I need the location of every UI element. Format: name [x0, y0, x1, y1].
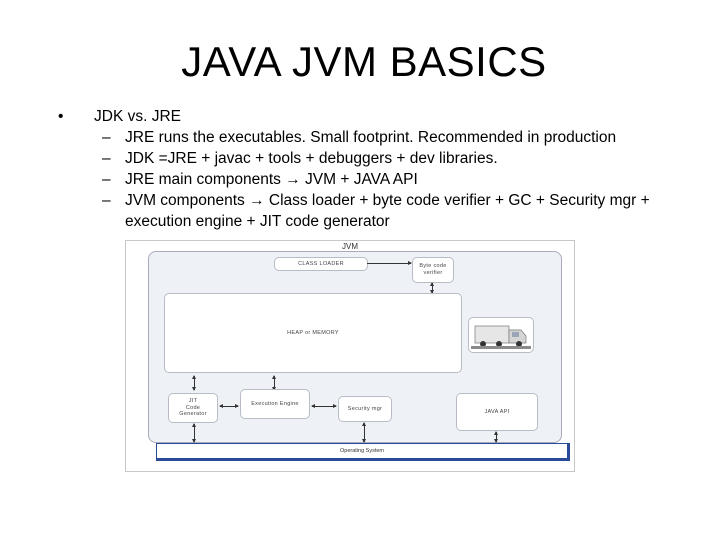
- jit-label-1: JIT: [188, 398, 198, 405]
- class-loader-label: CLASS LOADER: [298, 261, 344, 267]
- jit-generator-box: JIT Code Generator: [168, 393, 218, 423]
- sub-bullet-text: JRE main components: [125, 171, 286, 188]
- operating-system-label: Operating System: [339, 448, 385, 454]
- security-manager-label: Security mgr: [347, 406, 383, 412]
- bullet-list: • JDK vs. JRE – JRE runs the executables…: [58, 106, 698, 232]
- security-os-arrow: [362, 422, 366, 443]
- sub-bullet-jre: – JRE runs the executables. Small footpr…: [58, 127, 698, 148]
- sub-bullet-text: JVM + JAVA API: [300, 171, 418, 188]
- garbage-collector-image: [468, 317, 534, 353]
- operating-system-bar: Operating System: [156, 443, 570, 461]
- right-arrow-icon: →: [249, 192, 265, 209]
- bullet-text: JDK vs. JRE: [94, 108, 181, 125]
- verifier-label-1: Byte code: [419, 263, 447, 269]
- heap-label: HEAP or MEMORY: [287, 330, 339, 336]
- heap-memory-box: HEAP or MEMORY: [164, 293, 462, 373]
- sub-bullet-jdk: – JDK =JRE + javac + tools + debuggers +…: [58, 148, 698, 169]
- heap-exec-arrow: [272, 375, 276, 391]
- jvm-architecture-diagram: JVM CLASS LOADER Byte code verifier HEAP…: [125, 240, 575, 472]
- bullet-jdk-vs-jre: • JDK vs. JRE: [58, 106, 698, 127]
- bytecode-verifier-box: Byte code verifier: [412, 257, 454, 283]
- execution-engine-label: Execution Engine: [251, 401, 299, 407]
- sub-bullet-jre-components: – JRE main components → JVM + JAVA API: [58, 169, 698, 190]
- heap-jit-arrow: [192, 375, 196, 391]
- jit-label-3: Generator: [179, 411, 207, 418]
- sub-bullet-jvm-components: – JVM components → Class loader + byte c…: [58, 190, 698, 232]
- class-loader-box: CLASS LOADER: [274, 257, 368, 271]
- exec-security-arrow: [311, 404, 337, 408]
- bullet-marker: •: [58, 108, 64, 125]
- arrow-to-verifier: [367, 261, 412, 265]
- dash-marker: –: [102, 171, 111, 188]
- api-os-arrow: [494, 431, 498, 443]
- dash-marker: –: [102, 192, 111, 209]
- dash-marker: –: [102, 129, 111, 146]
- verifier-heap-arrow: [430, 282, 434, 294]
- jit-exec-arrow: [219, 404, 239, 408]
- jvm-label: JVM: [342, 242, 358, 251]
- right-arrow-icon: →: [285, 171, 301, 188]
- sub-bullet-text: JVM components: [125, 192, 250, 209]
- dash-marker: –: [102, 150, 111, 167]
- security-manager-box: Security mgr: [338, 396, 392, 422]
- execution-engine-box: Execution Engine: [240, 389, 310, 419]
- jit-os-arrow: [192, 423, 196, 443]
- java-api-box: JAVA API: [456, 393, 538, 431]
- sub-bullet-text: JDK =JRE + javac + tools + debuggers + d…: [125, 150, 498, 167]
- java-api-label: JAVA API: [484, 409, 510, 415]
- sub-bullet-text: JRE runs the executables. Small footprin…: [125, 129, 617, 146]
- slide-title: JAVA JVM BASICS: [181, 38, 547, 85]
- jit-label-2: Code: [185, 404, 201, 411]
- sub-bullet-text: Class loader + byte code verifier + GC +…: [125, 192, 650, 230]
- garbage-truck-icon: [471, 325, 531, 349]
- verifier-label-2: verifier: [423, 270, 443, 276]
